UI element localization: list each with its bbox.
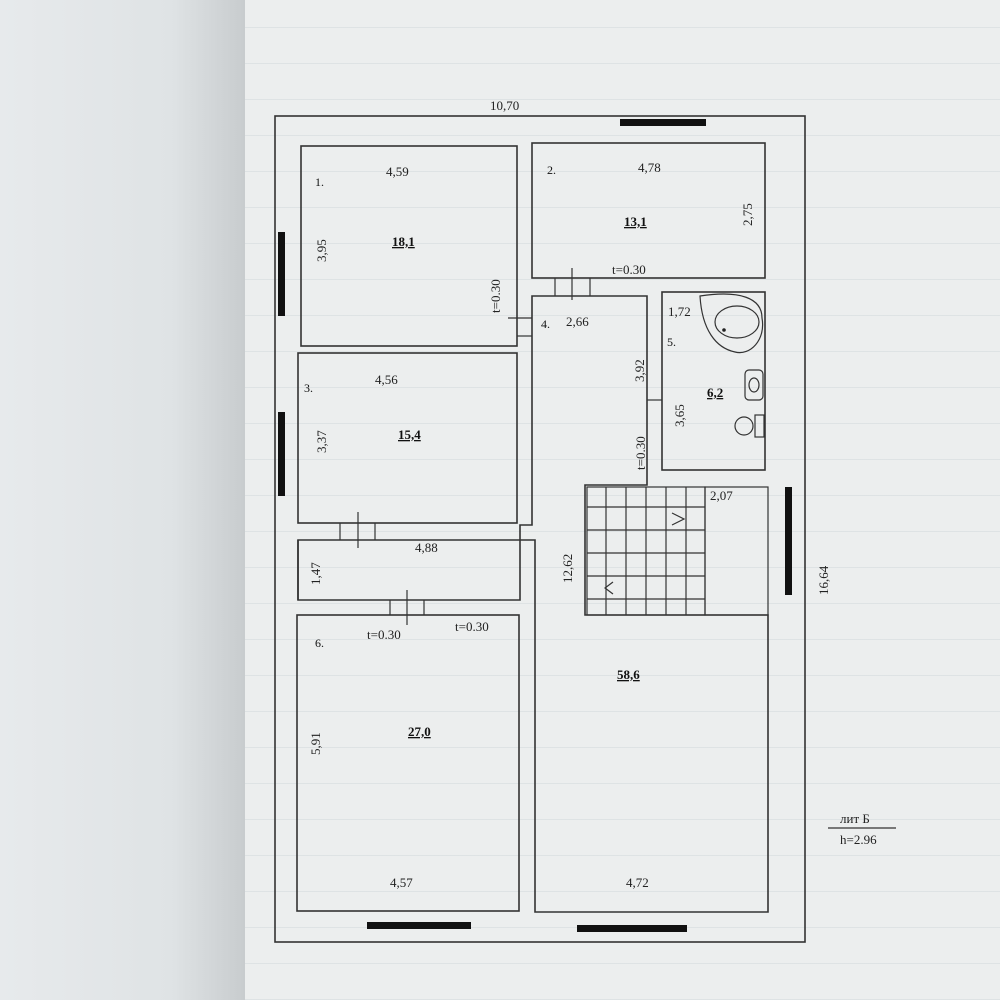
room-2-outline (531, 142, 766, 279)
staircase (586, 486, 706, 616)
room-2-number: 2. (547, 163, 556, 177)
room-4-side: 3,92 (632, 359, 647, 382)
room-1-width: 4,59 (386, 164, 409, 179)
overall-height: 16,64 (816, 565, 831, 595)
room-3-outline (297, 352, 518, 524)
room-6-number: 6. (315, 636, 324, 650)
room-6-width: 4,57 (390, 875, 413, 890)
room-5-number: 5. (667, 335, 676, 349)
wall-thickness-4: t=0.30 (367, 627, 401, 642)
room-4-number: 4. (541, 317, 550, 331)
wall-thickness-5: t=0.30 (455, 619, 489, 634)
room-3-side: 3,37 (314, 430, 329, 453)
hall-outline (297, 295, 769, 913)
room-2-area: 13,1 (624, 214, 647, 229)
left-page (0, 0, 245, 1000)
wall-thickness-2: t=0.30 (488, 279, 503, 313)
door-marks (339, 268, 662, 625)
room-2-width: 4,78 (638, 160, 661, 175)
wall-thickness-3: t=0.30 (633, 436, 648, 470)
legend-lit: лит Б (840, 811, 870, 826)
window-room-6 (367, 922, 471, 929)
room-3-area: 15,4 (398, 427, 421, 442)
room-5-side: 3,65 (672, 404, 687, 427)
room-1-number: 1. (315, 175, 324, 189)
window-room-3 (278, 412, 285, 496)
room-1-side: 3,95 (314, 239, 329, 262)
corridor-width: 4,88 (415, 540, 438, 555)
right-page (245, 0, 1000, 1000)
room-1-outline (300, 145, 518, 347)
room-1-area: 18,1 (392, 234, 415, 249)
room-4-width: 2,66 (566, 314, 589, 329)
overall-width: 10,70 (490, 98, 519, 113)
window-room-1 (278, 232, 285, 316)
window-top (620, 119, 706, 126)
stair-run-dimension: 12,62 (560, 554, 575, 583)
window-hall (577, 925, 687, 932)
room-6-area: 27,0 (408, 724, 431, 739)
room-5-outline (661, 291, 766, 471)
stair-landing (704, 486, 769, 616)
hall-width: 4,72 (626, 875, 649, 890)
wall-thickness-1: t=0.30 (612, 262, 646, 277)
room-5-area: 6,2 (707, 385, 723, 400)
bathroom-fixtures (699, 293, 765, 438)
stair-width: 2,07 (710, 488, 733, 503)
window-stairs (785, 487, 792, 595)
room-3-width: 4,56 (375, 372, 398, 387)
room-2-side: 2,75 (740, 203, 755, 226)
outer-wall (274, 115, 806, 943)
legend-height: h=2.96 (840, 832, 877, 847)
room-3-number: 3. (304, 381, 313, 395)
corridor-side: 1,47 (308, 562, 323, 585)
room-6-side: 5,91 (308, 732, 323, 755)
room-6-outline (296, 614, 520, 912)
room-5-width: 1,72 (668, 304, 691, 319)
hall-area: 58,6 (617, 667, 640, 682)
